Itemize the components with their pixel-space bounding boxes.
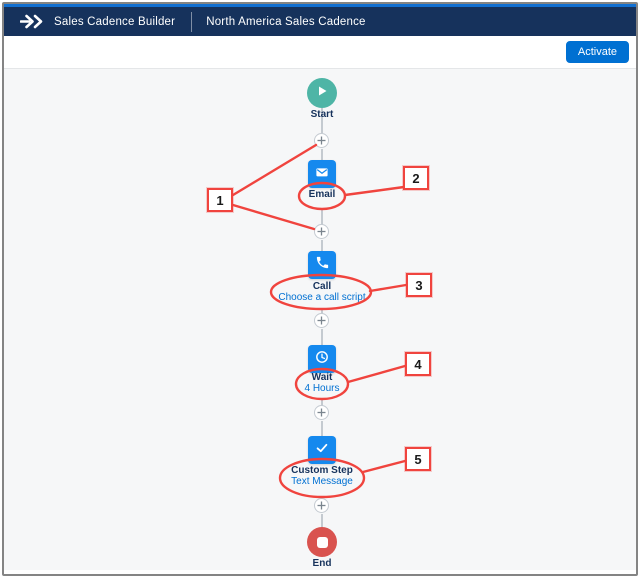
annotation-line-1a [231, 143, 318, 197]
annotation-line-1b [231, 203, 316, 231]
step-node-wait[interactable] [308, 345, 336, 373]
check-icon [314, 440, 330, 461]
plus-icon [317, 223, 326, 241]
plus-icon [317, 132, 326, 150]
callout-box-2: 2 [403, 166, 429, 190]
call-script-link[interactable]: Choose a call script [278, 292, 366, 303]
callout-box-4: 4 [405, 352, 431, 376]
header-divider [191, 11, 193, 32]
step-label-wait: Wait [311, 372, 333, 383]
envelope-icon [314, 164, 330, 185]
add-step-button[interactable] [314, 224, 329, 239]
step-label-call: Call [312, 281, 332, 292]
add-step-button[interactable] [314, 133, 329, 148]
start-node[interactable] [307, 78, 337, 108]
fast-forward-arrow-icon [20, 14, 44, 29]
activate-button[interactable]: Activate [565, 41, 629, 63]
start-node-label: Start [310, 109, 334, 120]
phone-icon [315, 255, 330, 275]
clock-icon [314, 349, 330, 370]
wait-duration-link[interactable]: 4 Hours [304, 383, 340, 394]
plus-icon [317, 497, 326, 515]
end-node[interactable] [307, 527, 337, 557]
step-label-custom: Custom Step [291, 465, 353, 476]
cadence-record-title: North America Sales Cadence [206, 15, 366, 28]
step-label-email: Email [308, 189, 336, 200]
play-icon [315, 84, 329, 103]
stop-icon [316, 536, 328, 548]
plus-icon [317, 404, 326, 422]
app-title: Sales Cadence Builder [54, 15, 176, 28]
callout-box-1: 1 [207, 188, 233, 212]
callout-box-3: 3 [406, 273, 432, 297]
brand-accent-strip [4, 4, 636, 7]
add-step-button[interactable] [314, 405, 329, 420]
action-toolbar: Activate [4, 36, 636, 69]
custom-step-type-link[interactable]: Text Message [291, 476, 353, 487]
cadence-canvas: Start Email Call Ch [4, 69, 636, 570]
header-bar: Sales Cadence Builder North America Sale… [4, 7, 636, 36]
callout-box-5: 5 [405, 447, 431, 471]
step-node-email[interactable] [308, 160, 336, 188]
add-step-button[interactable] [314, 498, 329, 513]
add-step-button[interactable] [314, 313, 329, 328]
step-node-call[interactable] [308, 251, 336, 279]
plus-icon [317, 312, 326, 330]
end-node-label: End [312, 558, 332, 569]
step-node-custom[interactable] [308, 436, 336, 464]
